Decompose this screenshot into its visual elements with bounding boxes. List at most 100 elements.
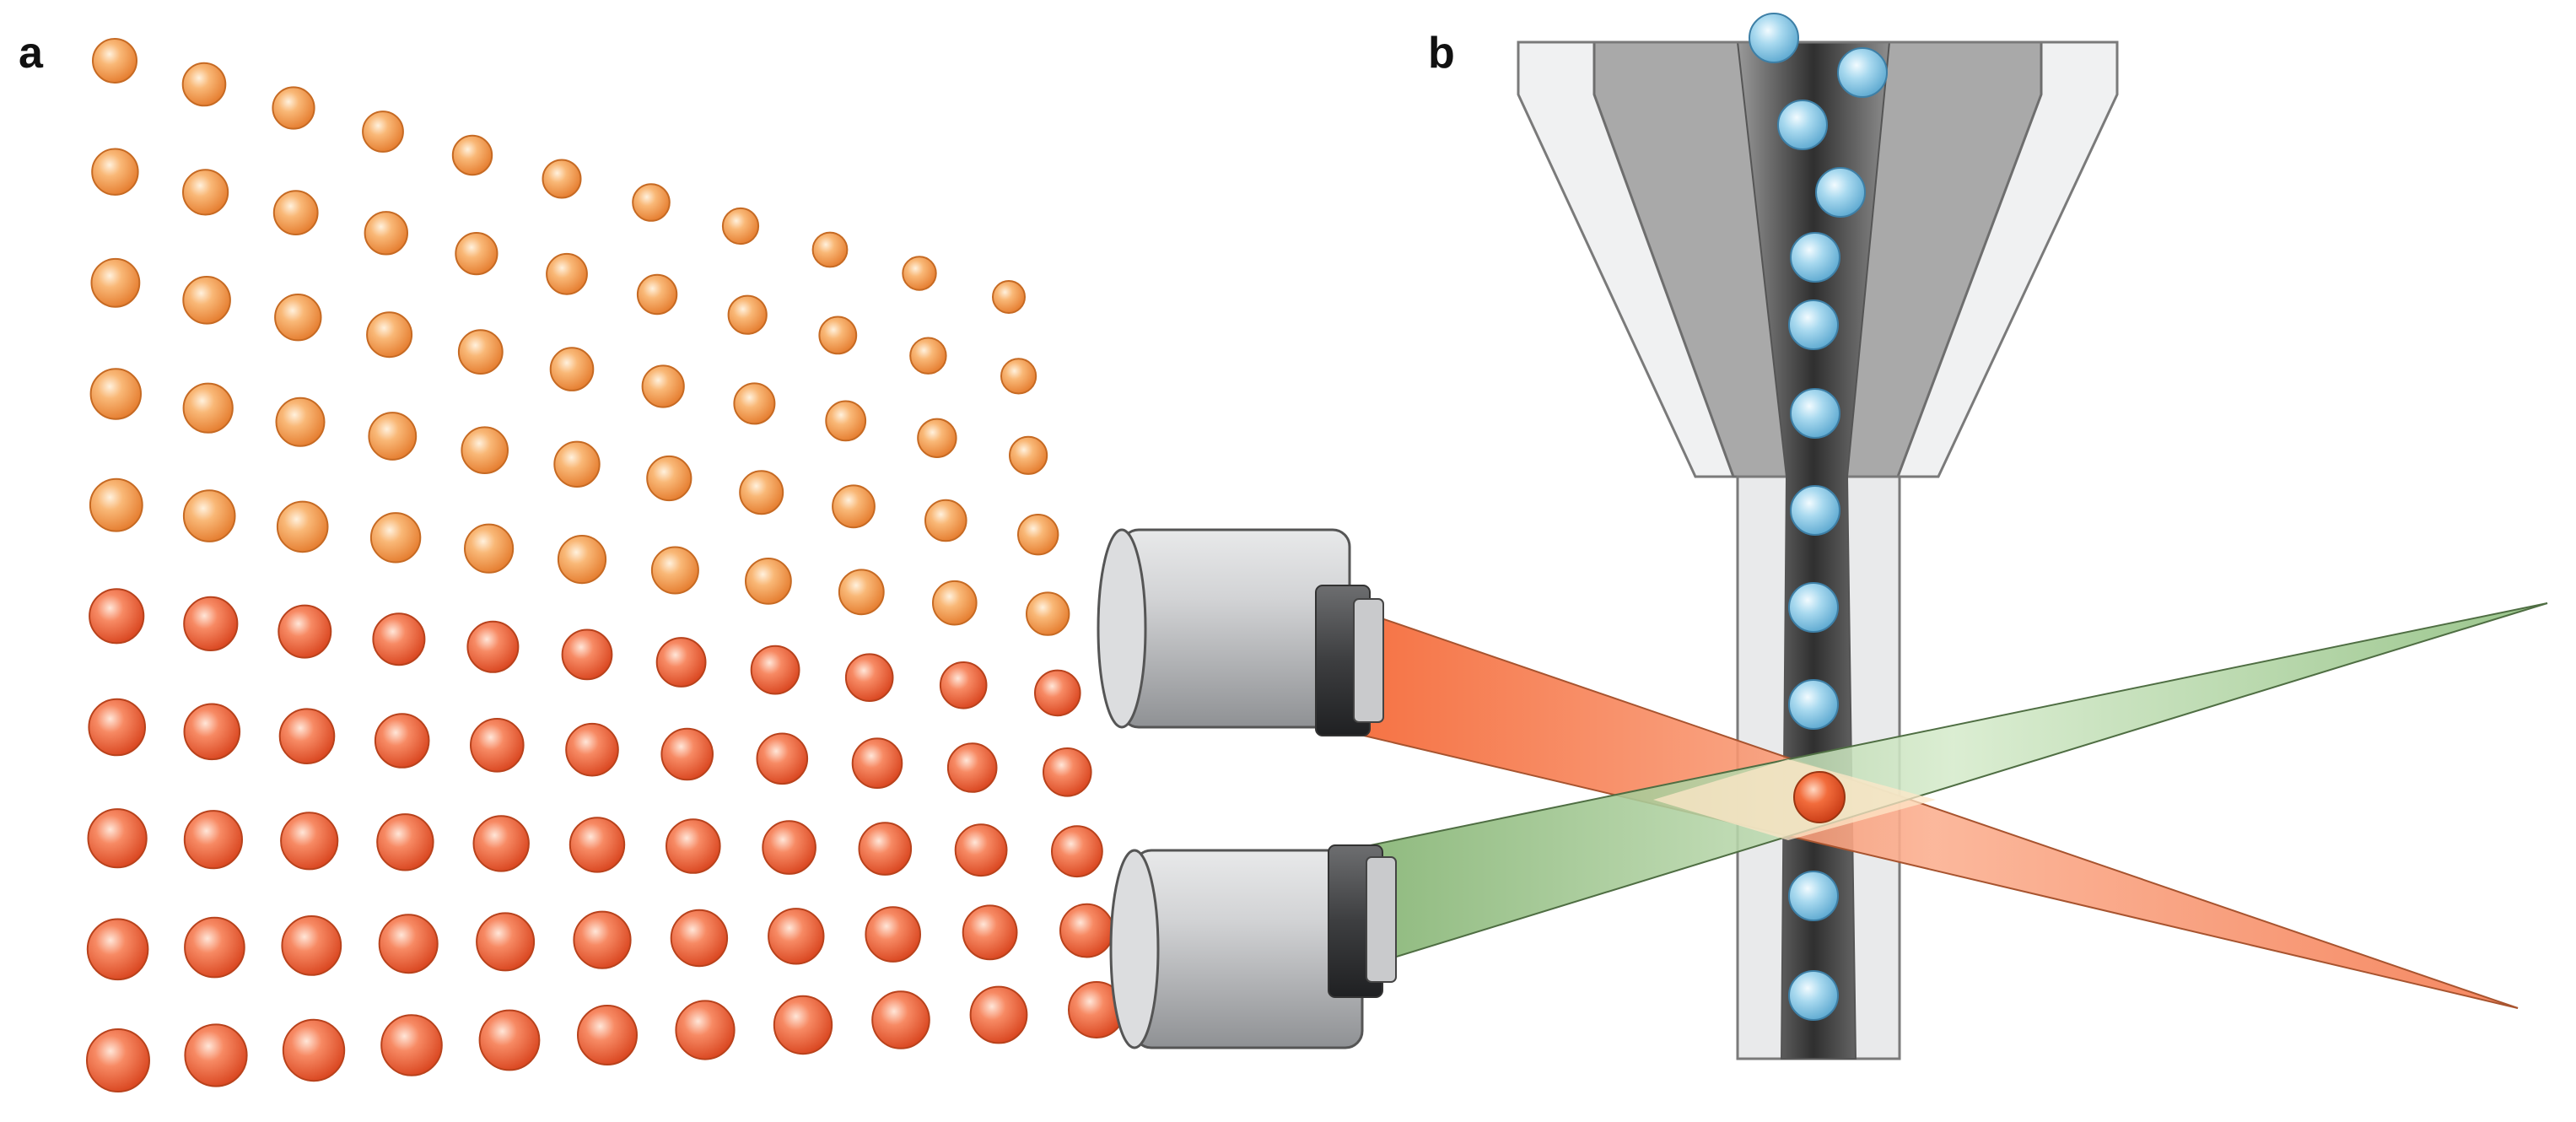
array-bead [89,368,143,420]
array-bead [1026,591,1070,636]
panel-label-a: a [19,29,44,78]
array-bead [89,477,143,532]
array-bead [181,62,227,107]
array-bead [183,596,239,652]
array-bead [455,232,498,276]
array-bead [962,904,1018,961]
array-bead [282,1018,346,1082]
array-bead [727,294,768,335]
array-bead [546,252,588,295]
array-bead [274,294,322,342]
array-bead [457,329,504,375]
array-bead [1017,514,1059,556]
array-bead [750,645,800,695]
array-bead [276,500,329,553]
array-bead [182,276,231,325]
array-bead [646,455,693,502]
stream-bead [1837,47,1888,98]
array-bead [182,489,236,542]
array-bead [549,347,595,391]
stream-bead [1788,679,1839,730]
array-bead [472,815,530,872]
array-bead [184,1023,248,1087]
array-bead [464,523,515,574]
array-bead [466,620,520,673]
array-bead [573,910,632,969]
array-bead [553,440,601,488]
stream-bead [1788,299,1839,350]
array-bead [92,38,137,84]
array-bead [739,470,784,515]
panel-label-b: b [1428,29,1455,78]
array-bead [1051,825,1103,878]
array-bead [745,558,792,605]
array-bead [902,256,937,291]
stream-bead [1790,388,1840,439]
array-bead [478,1009,541,1071]
array-bead [946,742,998,793]
array-bead [675,1000,736,1060]
stream-bead [1790,485,1840,536]
array-bead [278,604,332,659]
flow-cell-diagram [1097,13,2548,1060]
stream-bead [1777,100,1828,150]
array-bead [89,588,145,645]
stream-beads [1749,13,1888,1021]
interrogated-bead [1793,771,1846,823]
array-bead [721,207,760,245]
array-bead [380,1014,443,1076]
array-bead [542,159,582,199]
array-bead [577,1005,638,1065]
array-bead [1043,747,1092,797]
array-bead [909,337,947,375]
array-bead [1034,669,1081,717]
array-bead [87,808,148,869]
array-bead [88,698,146,757]
array-bead [182,169,229,216]
array-bead [844,653,894,703]
array-bead [939,661,988,709]
array-bead [666,818,721,874]
array-bead [561,628,613,681]
array-bead [871,990,930,1049]
array-bead [762,820,816,875]
stream-bead [1749,13,1799,63]
array-bead [768,908,825,965]
array-bead [969,985,1028,1044]
array-bead [374,713,430,769]
array-bead [272,86,315,130]
array-bead [650,546,699,595]
array-bead [569,817,626,873]
array-bead [655,637,707,688]
stream-bead [1788,871,1839,921]
array-bead [858,822,913,876]
array-bead [476,912,536,972]
array-bead [451,134,493,176]
stream-bead [1788,582,1839,633]
array-bead [825,400,867,442]
array-bead [86,918,149,981]
detector-lens-icon [1109,844,1397,1049]
array-bead [368,412,418,461]
array-bead [91,148,139,196]
array-bead [378,914,439,974]
stream-bead [1788,970,1839,1021]
array-bead [636,273,678,316]
array-bead [811,231,849,268]
array-bead [756,732,809,785]
array-bead [278,708,336,765]
array-bead [372,612,426,666]
array-bead [865,906,921,963]
stream-bead [1790,232,1840,283]
array-bead [632,183,671,222]
array-bead [917,418,957,458]
array-bead [86,1028,150,1092]
array-bead [954,823,1008,877]
array-bead [461,426,509,475]
array-bead [281,915,342,976]
array-bead [565,722,619,777]
array-bead [992,280,1026,314]
array-bead [932,580,978,626]
array-bead [183,703,241,761]
